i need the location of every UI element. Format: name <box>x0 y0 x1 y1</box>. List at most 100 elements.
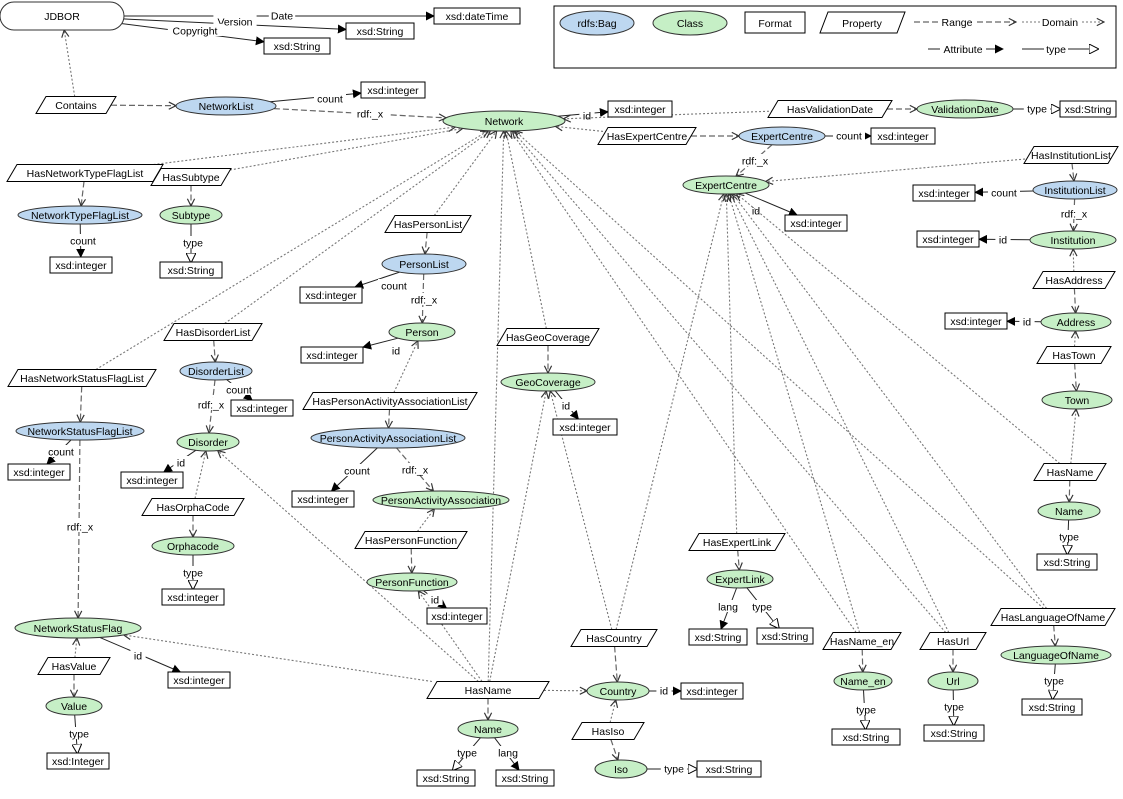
node-label: HasValidationDate <box>787 104 873 116</box>
edge-domain <box>226 128 463 170</box>
node-bag-b-disorderlist: DisorderList <box>180 362 252 380</box>
node-label: HasOrphaCode <box>157 502 230 514</box>
node-format-f-name-en-str: xsd:String <box>832 729 900 745</box>
node-property-p-hastown: HasTown <box>1037 347 1111 364</box>
node-label: PersonList <box>399 259 449 271</box>
edge-label: type <box>1027 104 1047 116</box>
node-class-c-personfunction: PersonFunction <box>367 573 457 591</box>
edge-label: Version <box>217 17 252 29</box>
node-label: NetworkStatusFlagList <box>27 426 132 438</box>
node-label: xsd:integer <box>614 104 666 116</box>
node-class-c-url: Url <box>928 672 978 690</box>
edge-domain <box>434 131 496 216</box>
node-format-f-geo-id: xsd:integer <box>553 419 617 435</box>
edge-label: type <box>183 238 203 250</box>
node-format-f-inst-id: xsd:integer <box>917 231 979 247</box>
node-label: xsd:String <box>1044 557 1091 569</box>
node-label: xsd:integer <box>922 234 974 246</box>
edge-domain <box>75 638 77 658</box>
node-format-f-el-lang: xsd:String <box>689 629 747 645</box>
node-label: Town <box>1065 395 1090 407</box>
node-property-p-hasnsfl: HasNetworkStatusFlagList <box>8 370 156 387</box>
node-label: xsd:integer <box>431 611 483 623</box>
edge-domain <box>766 159 1029 182</box>
node-label: ExpertCentre <box>751 131 813 143</box>
edge-domain <box>726 194 736 534</box>
node-label: Name_en <box>840 676 886 688</box>
node-property-p-hasiso: HasIso <box>572 723 644 740</box>
node-label: HasValue <box>52 661 97 673</box>
node-root-jdbor: JDBOR <box>0 2 124 30</box>
node-format-f-iso-str: xsd:String <box>697 761 761 777</box>
edge-label: type <box>944 702 964 714</box>
node-format-f-value-int: xsd:Integer <box>47 753 109 769</box>
edge-label: type <box>856 705 876 717</box>
edge-label: id <box>1023 317 1031 329</box>
node-class-c-paa: PersonActivityAssociation <box>373 491 509 509</box>
node-bag-b-personlist: PersonList <box>382 254 466 274</box>
node-property-p-haspaal: HasPersonActivityAssociationList <box>303 393 477 410</box>
node-label: xsd:String <box>274 41 321 53</box>
node-class-c-town: Town <box>1042 391 1112 409</box>
edge-range <box>1069 481 1070 503</box>
node-format-f-copy-str: xsd:String <box>264 38 330 54</box>
edge-range <box>1075 364 1077 392</box>
node-label: HasNetworkStatusFlagList <box>20 373 144 385</box>
node-label: Value <box>61 701 87 713</box>
node-format-f-addr-id: xsd:integer <box>945 313 1007 329</box>
node-class-c-person: Person <box>389 323 455 341</box>
node-label: xsd:String <box>423 773 470 785</box>
edge-label: id <box>431 595 439 607</box>
node-label: Name <box>474 724 502 736</box>
node-label: Network <box>485 116 524 128</box>
edge-range <box>80 387 81 423</box>
node-class-c-name-c: Name <box>458 720 518 738</box>
node-property-p-hasexpertlink: HasExpertLink <box>689 534 785 551</box>
edge-label: count <box>317 94 343 106</box>
node-label: HasName_en <box>830 636 894 648</box>
edge-domain <box>1071 409 1076 464</box>
node-label: xsd:integer <box>918 188 970 200</box>
node-label: HasName <box>465 685 512 697</box>
edge-domain <box>733 194 1047 609</box>
edge-label: id <box>134 651 142 663</box>
edge-domain <box>417 509 434 532</box>
node-class-c-institution: Institution <box>1030 231 1116 249</box>
node-class-c-name-en: Name_en <box>834 672 892 690</box>
node-format-f-ver-str: xsd:String <box>346 23 414 39</box>
node-format-f-name-c-str2: xsd:String <box>496 770 554 786</box>
node-label: HasAddress <box>1045 275 1102 287</box>
node-class-c-iso: Iso <box>595 760 647 778</box>
node-label: ExpertCentre <box>695 180 757 192</box>
node-label: NetworkStatusFlag <box>34 623 123 635</box>
node-label: HasIso <box>592 726 625 738</box>
node-format-f-orpha-type: xsd:integer <box>162 589 224 605</box>
node-format-f-il-count: xsd:integer <box>913 185 975 201</box>
node-property-p-haslanguageofname: HasLanguageOfName <box>991 609 1115 626</box>
edge-label: lang <box>498 748 518 760</box>
node-format-f-country-id: xsd:integer <box>681 683 743 699</box>
node-label: LanguageOfName <box>1013 650 1099 662</box>
node-class-c-network: Network <box>443 111 565 131</box>
node-label: xsd:integer <box>950 316 1002 328</box>
node-label: HasExpertCentre <box>607 131 688 143</box>
edge-domain <box>1073 249 1074 272</box>
edge-label: type <box>183 568 203 580</box>
edge-domain <box>154 127 456 165</box>
edge-domain <box>218 451 479 682</box>
legend-bag-label: rdfs:Bag <box>577 18 616 30</box>
node-property-p-hasvalidationdate: HasValidationDate <box>768 101 892 118</box>
node-label: xsd:integer <box>297 494 349 506</box>
edge-label: rdf:_x <box>742 156 769 168</box>
node-label: xsd:integer <box>126 475 178 487</box>
edge-label: count <box>836 131 862 143</box>
node-class-c-disorder: Disorder <box>177 433 239 451</box>
node-class-c-languageofname: LanguageOfName <box>1001 646 1111 664</box>
edge-label: id <box>392 346 400 358</box>
node-label: HasPersonFunction <box>365 535 457 547</box>
edge-label: type <box>69 729 89 741</box>
node-label: Name <box>1055 506 1083 518</box>
node-format-f-nsfl-count: xsd:integer <box>8 464 70 480</box>
